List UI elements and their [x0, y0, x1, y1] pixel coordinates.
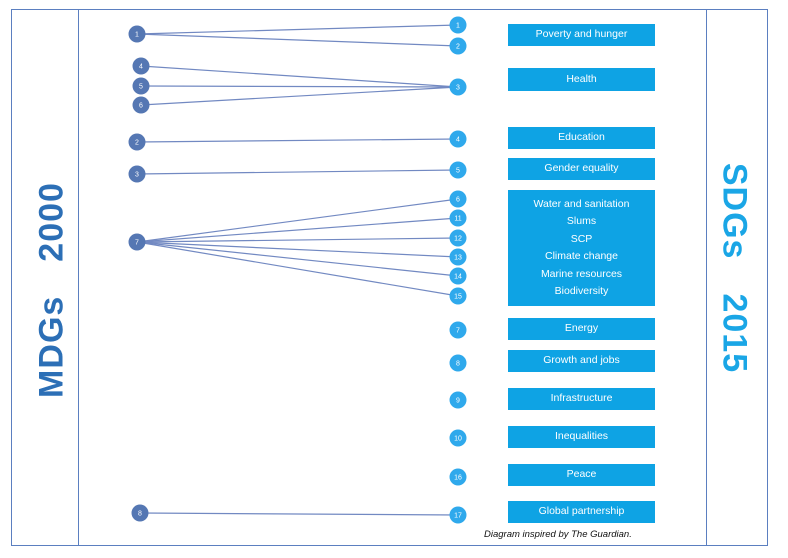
- svg-text:2: 2: [456, 44, 460, 51]
- sdg-node-15: 15: [449, 287, 467, 305]
- svg-text:17: 17: [454, 513, 462, 520]
- svg-text:14: 14: [454, 274, 462, 281]
- left-divider: [78, 9, 79, 546]
- sdg-node-1: 1: [449, 16, 467, 34]
- link-mdg-1-sdg-1: [136, 24, 459, 35]
- svg-text:15: 15: [454, 294, 462, 301]
- sdg-node-3: 3: [449, 78, 467, 96]
- svg-text:9: 9: [456, 398, 460, 405]
- sdg-node-13: 13: [449, 248, 467, 266]
- svg-text:4: 4: [139, 64, 143, 71]
- sdg-label: Biodiversity: [554, 285, 609, 297]
- sdg-box-2: Health: [508, 68, 655, 91]
- svg-text:3: 3: [456, 85, 460, 92]
- sdg-label: Global partnership: [538, 505, 625, 518]
- link-mdg-8-sdg-17: [139, 512, 459, 516]
- svg-text:13: 13: [454, 255, 462, 262]
- sdg-box-9: Inequalities: [508, 426, 655, 448]
- svg-text:7: 7: [135, 240, 139, 247]
- sdg-label: Education: [558, 131, 605, 144]
- sdg-label: Growth and jobs: [543, 354, 620, 367]
- sdg-box-8: Infrastructure: [508, 388, 655, 410]
- svg-text:2: 2: [135, 140, 139, 147]
- link-mdg-3-sdg-5: [136, 169, 459, 175]
- mdg-node-7: 7: [128, 233, 146, 251]
- sdg-node-8: 8: [449, 354, 467, 372]
- sdg-node-2: 2: [449, 37, 467, 55]
- sdg-label: Infrastructure: [550, 392, 613, 405]
- sdg-box-4: Gender equality: [508, 158, 655, 180]
- right-divider: [706, 9, 707, 546]
- svg-text:4: 4: [456, 137, 460, 144]
- sdg-label: Marine resources: [540, 267, 623, 280]
- link-mdg-7-sdg-11: [136, 217, 459, 243]
- link-mdg-7-sdg-12: [136, 237, 459, 243]
- sdg-box-1: Poverty and hunger: [508, 24, 655, 46]
- sdg-label: SCP: [570, 232, 593, 245]
- diagram-frame: [11, 9, 768, 546]
- sdg-node-12: 12: [449, 229, 467, 247]
- mdg-node-8: 8: [131, 504, 149, 522]
- svg-text:16: 16: [454, 475, 462, 482]
- sdg-node-6: 6: [449, 190, 467, 208]
- mdg-node-3: 3: [128, 165, 146, 183]
- sdg-label: Energy: [564, 322, 599, 335]
- sdg-node-7: 7: [449, 321, 467, 339]
- sdg-box-6: Energy: [508, 318, 655, 340]
- sdg-node-17: 17: [449, 506, 467, 524]
- svg-text:3: 3: [135, 172, 139, 179]
- mdg-node-4: 4: [132, 57, 150, 75]
- svg-text:10: 10: [454, 436, 462, 443]
- link-mdg-4-sdg-3: [140, 65, 459, 88]
- mdg-node-5: 5: [132, 77, 150, 95]
- link-mdg-6-sdg-3: [140, 86, 459, 106]
- link-mdg-5-sdg-3: [140, 85, 459, 88]
- svg-text:6: 6: [139, 103, 143, 110]
- link-mdg-7-sdg-15: [136, 241, 459, 297]
- svg-text:11: 11: [454, 216, 461, 223]
- sdg-node-4: 4: [449, 130, 467, 148]
- link-mdg-7-sdg-13: [136, 241, 459, 258]
- sdg-label: Slums: [566, 215, 597, 227]
- mdg-node-1: 1: [128, 25, 146, 43]
- sdg-node-14: 14: [449, 267, 467, 285]
- svg-text:1: 1: [456, 23, 460, 30]
- svg-text:1: 1: [135, 32, 139, 39]
- sdg-node-9: 9: [449, 391, 467, 409]
- sdg-label: Health: [566, 72, 597, 85]
- sdg-node-11: 11: [449, 209, 467, 227]
- mdg-node-2: 2: [128, 133, 146, 151]
- svg-text:7: 7: [456, 328, 460, 335]
- sdg-box-3: Education: [508, 127, 655, 149]
- svg-text:8: 8: [456, 361, 460, 368]
- svg-text:5: 5: [139, 84, 143, 91]
- link-mdg-7-sdg-6: [136, 198, 459, 243]
- sdg-label: Water and sanitation: [533, 197, 630, 210]
- sdg-box-11: Global partnership: [508, 501, 655, 523]
- sdg-node-10: 10: [449, 429, 467, 447]
- link-mdg-2-sdg-4: [136, 138, 459, 143]
- sdg-label: Peace: [566, 468, 597, 481]
- sdg-label: Poverty and hunger: [535, 28, 628, 41]
- link-mdg-1-sdg-2: [136, 33, 459, 47]
- svg-text:8: 8: [138, 511, 142, 518]
- sdg-box-10: Peace: [508, 464, 655, 486]
- link-mdg-7-sdg-14: [136, 241, 459, 277]
- sdg-node-5: 5: [449, 161, 467, 179]
- sdg-label: Climate change: [545, 250, 618, 262]
- sdg-label: Gender equality: [544, 162, 619, 175]
- mdg-node-6: 6: [132, 96, 150, 114]
- svg-text:12: 12: [454, 236, 462, 243]
- diagram-credit: Diagram inspired by The Guardian.: [484, 529, 632, 540]
- svg-text:6: 6: [456, 197, 460, 204]
- sdg-box-7: Growth and jobs: [508, 350, 655, 372]
- sdg-node-16: 16: [449, 468, 467, 486]
- svg-text:5: 5: [456, 168, 460, 175]
- sdg-label: Inequalities: [554, 430, 609, 443]
